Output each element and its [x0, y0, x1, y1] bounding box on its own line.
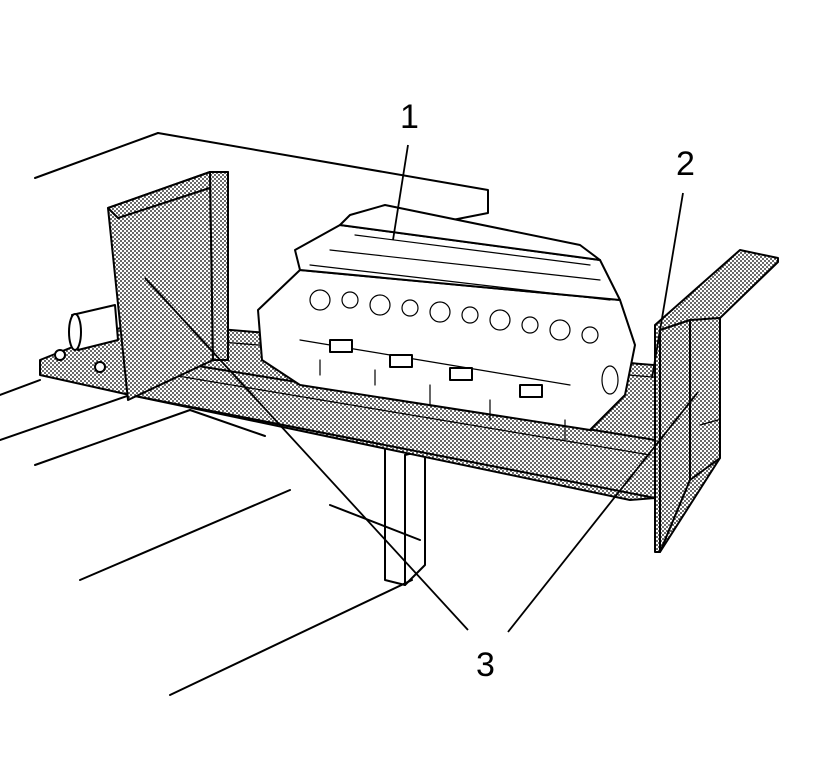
leader-3-left: [144, 277, 469, 631]
fixture-end-plate-right: [654, 249, 779, 553]
callout-1: 1: [400, 98, 419, 136]
callout-2: 2: [676, 145, 695, 183]
fixture-end-plate-left: [107, 171, 229, 401]
cylinder-head: [257, 204, 636, 441]
cylinder-head-details: [299, 234, 619, 441]
leader-2: [651, 192, 684, 379]
leader-1: [392, 144, 409, 241]
leader-lines: [144, 144, 699, 633]
leader-3-right: [507, 391, 699, 633]
callout-3: 3: [476, 646, 495, 684]
